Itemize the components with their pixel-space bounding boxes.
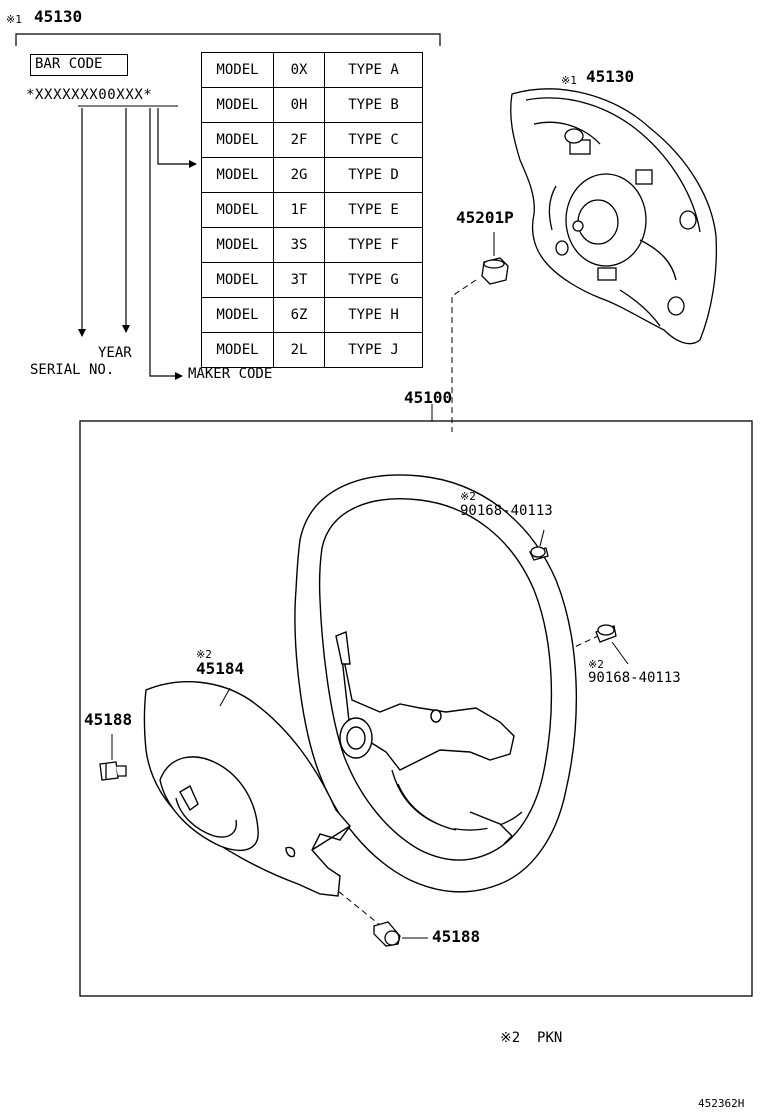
type-cell: TYPE F [324, 227, 423, 263]
model-cell: MODEL [201, 332, 274, 368]
pad-mark: ※1 [561, 74, 577, 87]
bar-code-box [30, 54, 128, 76]
type-cell: TYPE C [324, 122, 423, 158]
top-bracket [15, 33, 441, 46]
type-cell: TYPE E [324, 192, 423, 228]
clip-part-number: 45188 [84, 710, 133, 729]
screw-45188 [373, 921, 401, 947]
nut-part-number: 45201P [456, 208, 514, 227]
model-cell: MODEL [201, 192, 274, 228]
clip-45188 [99, 761, 127, 781]
model-cell: MODEL [201, 87, 274, 123]
screw-part-number: 45188 [432, 927, 481, 946]
bolt-right [595, 624, 617, 643]
year-label: YEAR [98, 345, 132, 361]
code-cell: 0H [273, 87, 325, 123]
bolt1-part-number: 90168-40113 [460, 503, 553, 519]
maker-code-label: MAKER CODE [188, 366, 273, 382]
lower-cover [143, 681, 351, 897]
bolt1-mark: ※2 [460, 490, 476, 503]
cover-part-number: 45184 [196, 659, 245, 678]
model-cell: MODEL [201, 122, 274, 158]
model-cell: MODEL [201, 297, 274, 333]
type-cell: TYPE A [324, 52, 423, 88]
drawing-number: 452362H [698, 1097, 745, 1110]
wheel-part-number: 45100 [404, 388, 453, 407]
steering-wheel [294, 474, 578, 893]
top-mark: ※1 [6, 13, 22, 26]
bolt-upper [529, 546, 549, 561]
bolt2-mark: ※2 [588, 658, 604, 671]
type-cell: TYPE H [324, 297, 423, 333]
airbag-pad [510, 88, 717, 345]
code-cell: 0X [273, 52, 325, 88]
bar-code-label: BAR CODE [35, 56, 103, 72]
model-cell: MODEL [201, 262, 274, 298]
model-cell: MODEL [201, 52, 274, 88]
type-cell: TYPE D [324, 157, 423, 193]
code-cell: 3T [273, 262, 325, 298]
nut-45201p [481, 257, 509, 285]
type-cell: TYPE G [324, 262, 423, 298]
barcode-leaders [78, 105, 197, 380]
type-cell: TYPE B [324, 87, 423, 123]
code-cell: 3S [273, 227, 325, 263]
code-cell: 2F [273, 122, 325, 158]
serial-no-label: SERIAL NO. [30, 362, 115, 378]
code-cell: 2L [273, 332, 325, 368]
model-cell: MODEL [201, 227, 274, 263]
code-cell: 1F [273, 192, 325, 228]
bar-code-pattern: *XXXXXXX00XXX* [26, 87, 153, 103]
bolt2-part-number: 90168-40113 [588, 670, 681, 686]
wheel-frame [79, 420, 753, 997]
model-cell: MODEL [201, 157, 274, 193]
cover-mark: ※2 [196, 648, 212, 661]
code-cell: 2G [273, 157, 325, 193]
top-part-number: 45130 [34, 7, 83, 26]
code-cell: 6Z [273, 297, 325, 333]
pad-part-number: 45130 [586, 67, 635, 86]
legend-note: ※2 PKN [500, 1030, 563, 1046]
type-cell: TYPE J [324, 332, 423, 368]
